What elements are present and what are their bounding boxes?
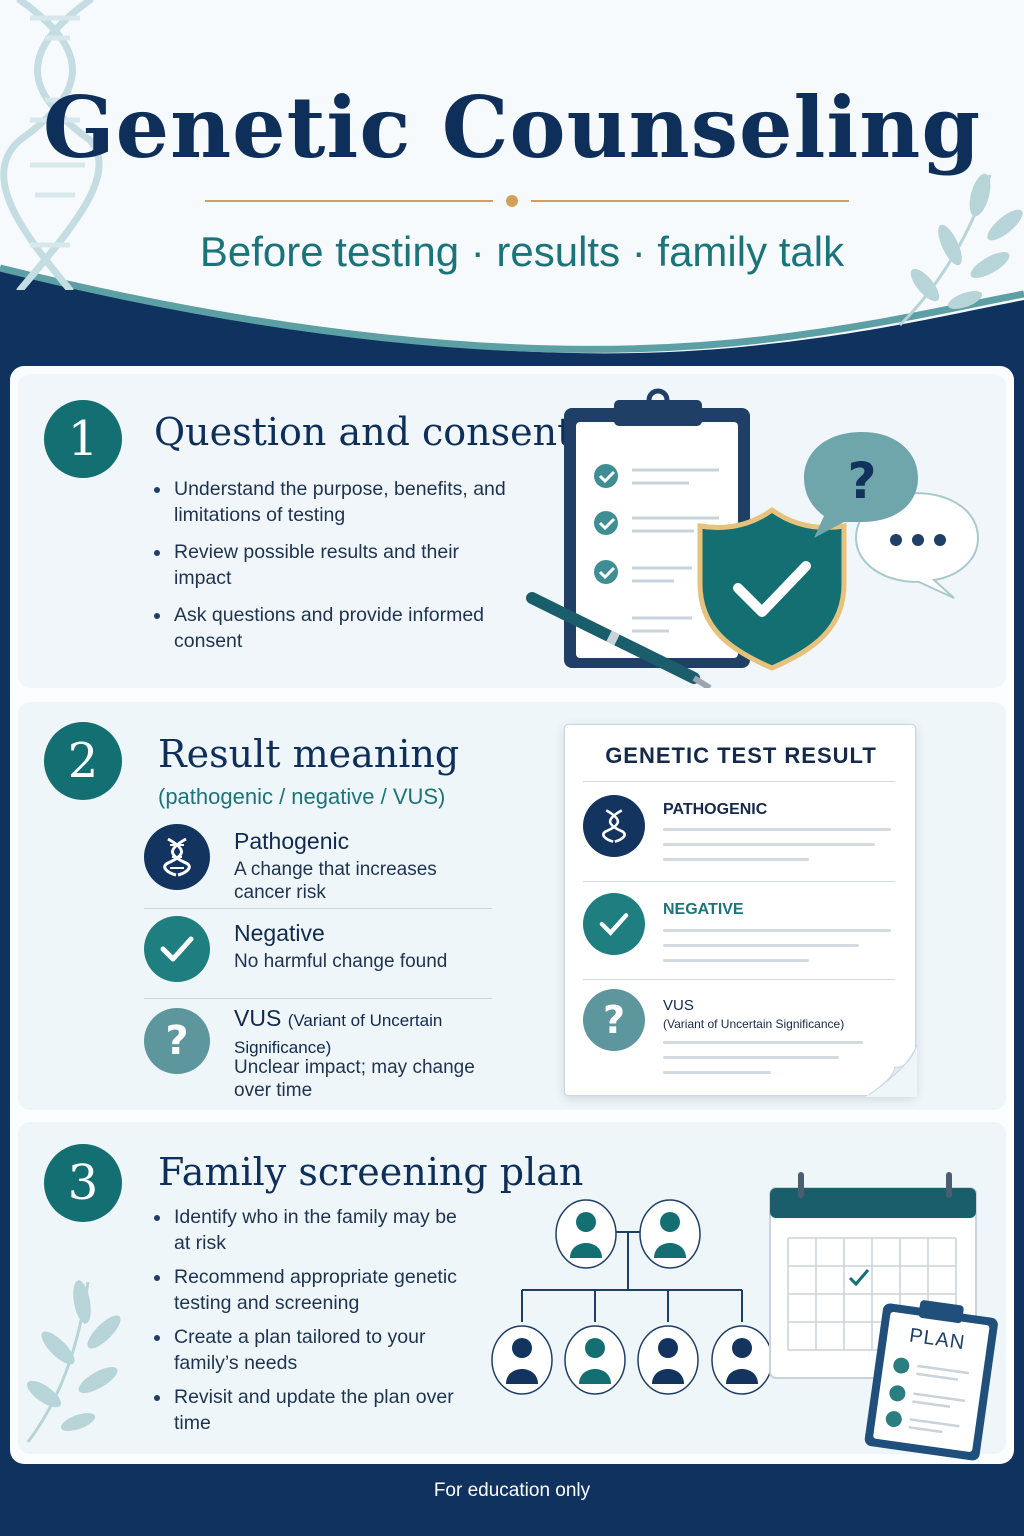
page-subtitle: Before testing · results · family talk [199, 228, 845, 275]
result-description: Unclear impact; may change over time [234, 1057, 475, 1101]
shield-check-icon [697, 506, 847, 671]
page-curl [865, 1043, 917, 1097]
bullet-item: Recommend appropriate genetic testing an… [154, 1264, 464, 1316]
step-number-1: 1 [44, 400, 122, 478]
result-name: Pathogenic [234, 828, 350, 854]
report-label: PATHOGENIC [663, 801, 768, 818]
section-subtitle-2: (pathogenic / negative / VUS) [158, 784, 446, 809]
result-name-detail: (Variant of Uncertain Significance) [234, 1011, 443, 1057]
section-result-meaning: 2 Result meaning (pathogenic / negative … [18, 702, 1006, 1110]
section-title-1: Question and consent [154, 410, 573, 454]
header-background [0, 0, 1024, 380]
result-negative: Negative No harmful change found [144, 916, 484, 1000]
bullet-item: Ask questions and provide informed conse… [154, 602, 514, 654]
section-title-2: Result meaning [158, 732, 460, 776]
dna-decoration-icon [0, 0, 103, 290]
result-description: No harmful change found [234, 951, 448, 972]
plan-clipboard-icon: PLAN [860, 1290, 1005, 1464]
result-description: A change that increases cancer risk [234, 859, 437, 903]
bullet-item: Revisit and update the plan over time [154, 1384, 464, 1436]
bullet-item: Review possible results and their impact [154, 539, 514, 591]
consent-bullet-list: Understand the purpose, benefits, and li… [154, 476, 514, 665]
result-vus: ? VUS (Variant of Uncertain Significance… [144, 1004, 484, 1108]
report-question-icon: ? [583, 989, 645, 1051]
dna-icon [144, 824, 210, 890]
bullet-item: Identify who in the family may be at ris… [154, 1204, 464, 1256]
leaf-decoration-icon [898, 173, 1023, 327]
family-tree-icon [491, 1199, 773, 1395]
report-label: NEGATIVE [663, 901, 744, 918]
bullet-item: Create a plan tailored to your family’s … [154, 1324, 464, 1376]
test-result-report: GENETIC TEST RESULT PATHOGENIC NEGATIVE … [564, 724, 917, 1097]
report-label: VUS [663, 997, 694, 1014]
leaf-decoration-icon [26, 1280, 121, 1443]
divider [144, 908, 492, 909]
check-icon [144, 916, 210, 982]
section-question-consent: 1 Question and consent Understand the pu… [18, 374, 1006, 688]
report-dna-icon [583, 795, 645, 857]
header: Genetic Counseling Before testing · resu… [0, 0, 1024, 380]
report-title: GENETIC TEST RESULT [605, 743, 877, 768]
result-name: VUS [234, 1005, 282, 1031]
section-family-screening: 3 Family screening plan Identify who in … [18, 1122, 1006, 1461]
page-title: Genetic Counseling [42, 78, 982, 177]
title-divider [205, 195, 849, 207]
result-name: Negative [234, 920, 325, 946]
bullet-item: Understand the purpose, benefits, and li… [154, 476, 514, 528]
pen-icon [526, 592, 712, 688]
consent-illustration: ? [526, 388, 980, 688]
section-title-3: Family screening plan [158, 1150, 584, 1194]
report-label-detail: (Variant of Uncertain Significance) [663, 1017, 845, 1031]
family-plan-illustration [491, 1172, 977, 1395]
question-icon: ? [144, 1008, 210, 1074]
content-panel: 1 Question and consent Understand the pu… [10, 366, 1014, 1464]
family-bullet-list: Identify who in the family may be at ris… [154, 1204, 464, 1444]
result-pathogenic: Pathogenic A change that increases cance… [144, 824, 484, 908]
report-check-icon [583, 893, 645, 955]
svg-text:?: ? [847, 452, 876, 510]
footer-note: For education only [433, 1480, 591, 1501]
ellipsis-bubble-icon [854, 491, 980, 599]
step-number-2: 2 [44, 722, 122, 800]
step-number-3: 3 [44, 1144, 122, 1222]
question-bubble-icon: ? [804, 432, 918, 538]
divider [144, 998, 492, 999]
